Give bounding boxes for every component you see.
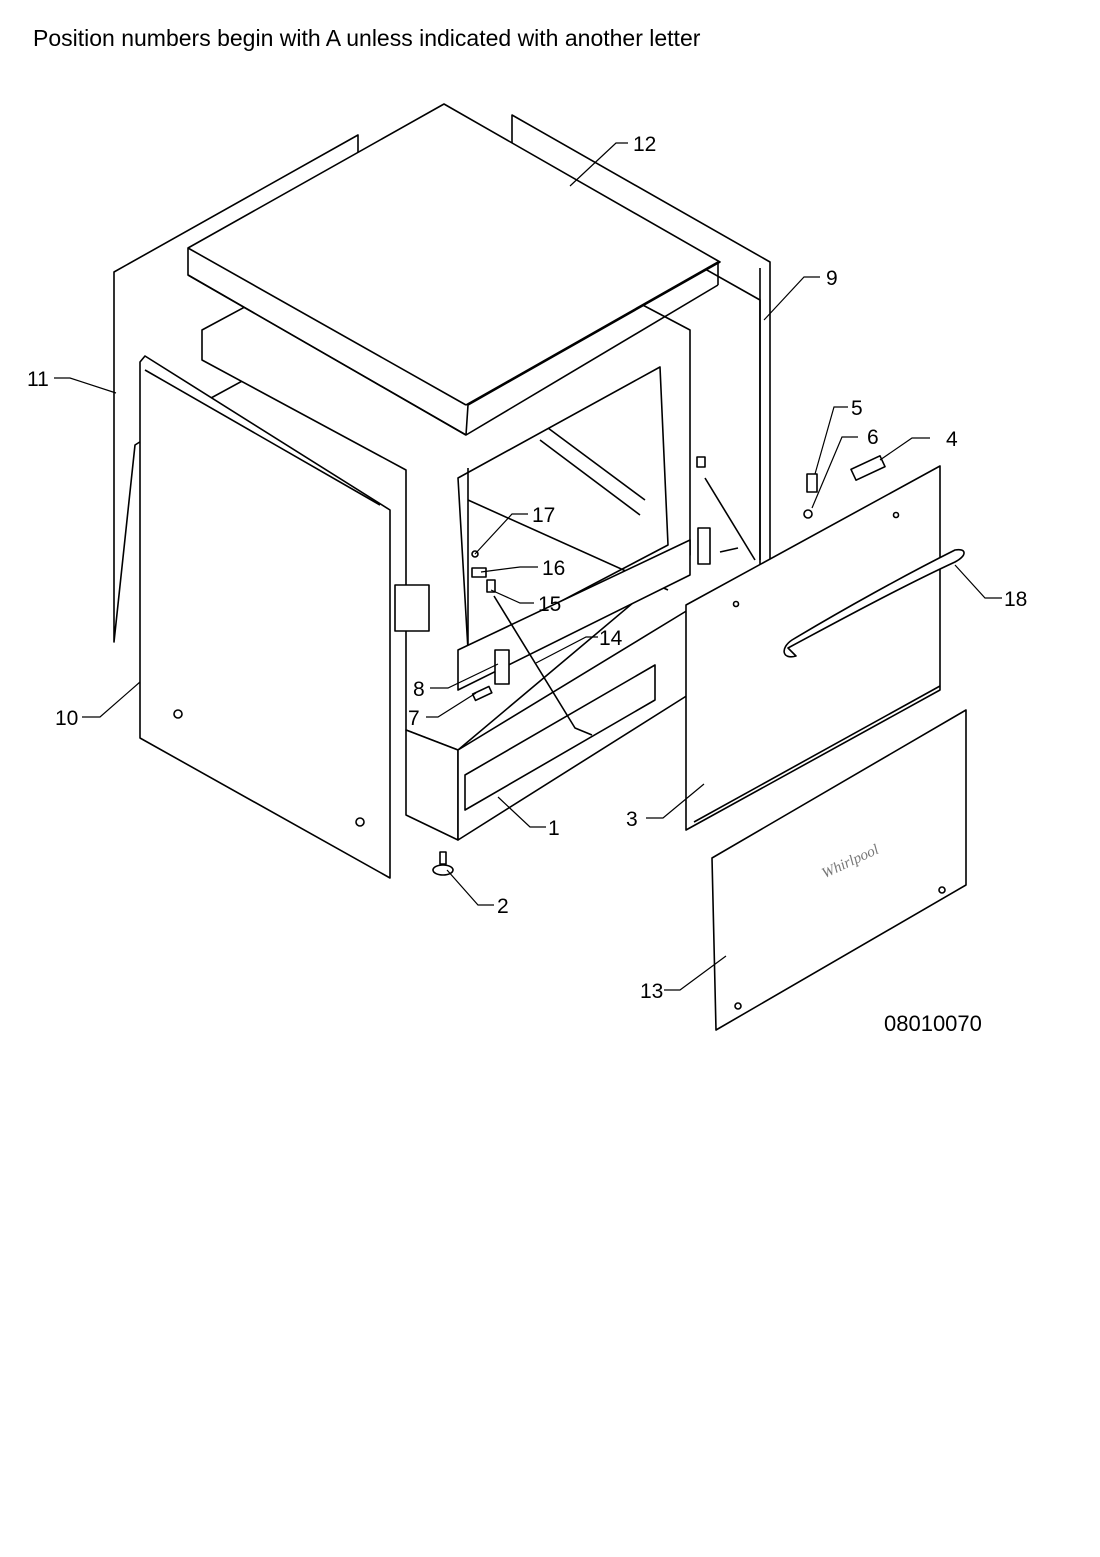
- cabinet-cavity: [457, 366, 669, 651]
- position-note: Position numbers begin with A unless ind…: [33, 25, 701, 51]
- callout-14: 14: [599, 627, 623, 650]
- hinge-pin: [471, 685, 493, 702]
- callout-5: 5: [851, 397, 863, 420]
- adjustable-foot: [439, 851, 447, 865]
- roller: [471, 567, 487, 578]
- left-front-side-panel: [139, 355, 391, 879]
- base-frame: [405, 729, 459, 841]
- hinge-bracket: [494, 649, 510, 685]
- drawing-code: 08010070: [884, 1011, 982, 1036]
- callout-13: 13: [640, 980, 663, 1003]
- callout-2: 2: [497, 895, 509, 918]
- callout-8: 8: [413, 678, 425, 701]
- door-panel: [685, 465, 941, 831]
- callout-15: 15: [538, 593, 561, 616]
- callout-6: 6: [867, 426, 879, 449]
- door-handle: [783, 548, 965, 658]
- callout-16: 16: [542, 557, 565, 580]
- callout-1: 1: [548, 817, 560, 840]
- callout-7: 7: [408, 707, 420, 730]
- callout-18: 18: [1004, 588, 1027, 611]
- callout-12: 12: [633, 133, 656, 156]
- cable-clip: [486, 579, 496, 593]
- callout-17: 17: [532, 504, 555, 527]
- kick-plate: [711, 709, 967, 1031]
- callout-11: 11: [27, 368, 49, 391]
- callout-4: 4: [946, 428, 958, 451]
- door-cable: [493, 595, 593, 736]
- callout-10: 10: [55, 707, 78, 730]
- nut: [803, 509, 813, 519]
- spring: [806, 473, 818, 493]
- callout-9: 9: [826, 267, 838, 290]
- door-catch: [850, 455, 886, 481]
- callout-3: 3: [626, 808, 638, 831]
